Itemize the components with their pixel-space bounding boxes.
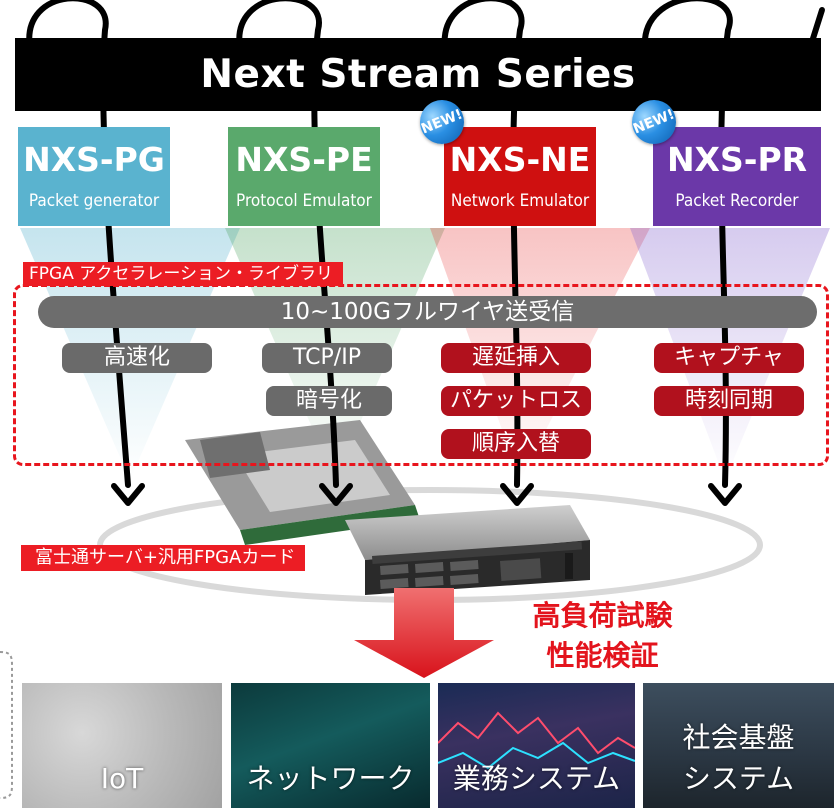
wire-arrowheads <box>111 483 742 506</box>
product-subtitle: Packet Recorder <box>675 191 799 211</box>
use-case-label: システム <box>682 762 795 795</box>
product-code: NXS-PE <box>235 140 373 179</box>
product-nxs-pr: NXS-PR Packet Recorder <box>653 127 821 226</box>
series-title: Next Stream Series <box>200 52 636 97</box>
result-line-2: 性能検証 <box>546 639 659 672</box>
use-case-label: 社会基盤 <box>682 721 795 754</box>
result-line-1: 高負荷試験 <box>532 599 673 632</box>
series-banner: Next Stream Series <box>15 38 821 111</box>
product-subtitle: Protocol Emulator <box>236 191 372 211</box>
use-case-tile-infrastructure: 社会基盤 システム <box>643 683 834 808</box>
fpga-library-frame <box>13 284 829 466</box>
feature-delay-insertion: 遅延挿入 <box>441 343 591 373</box>
feature-packet-loss: パケットロス <box>441 386 591 416</box>
feature-capture: キャプチャ <box>654 343 804 373</box>
stock-chart-decoration <box>438 711 635 770</box>
feature-time-sync: 時刻同期 <box>654 386 804 416</box>
fpga-card-image <box>185 420 420 545</box>
result-arrow <box>354 588 494 678</box>
use-case-label: 業務システム <box>452 762 621 795</box>
use-case-tile-business: 業務システム <box>438 683 635 808</box>
feature-reordering: 順序入替 <box>441 429 591 459</box>
feature-tcpip: TCP/IP <box>262 343 392 373</box>
product-code: NXS-PR <box>666 140 808 179</box>
fpga-library-title: FPGA アクセラレーション・ライブラリ <box>23 262 344 286</box>
product-nxs-ne: NXS-NE Network Emulator <box>444 127 596 226</box>
product-code: NXS-NE <box>449 140 591 179</box>
product-nxs-pg: NXS-PG Packet generator <box>18 127 170 226</box>
product-subtitle: Packet generator <box>28 191 160 211</box>
feature-speedup: 高速化 <box>62 343 212 373</box>
use-case-label: ネットワーク <box>246 762 415 795</box>
use-case-tile-iot: IoT <box>22 683 222 808</box>
product-code: NXS-PG <box>23 140 165 179</box>
product-nxs-pe: NXS-PE Protocol Emulator <box>228 127 380 226</box>
product-subtitle: Network Emulator <box>450 191 590 211</box>
server-image <box>345 505 590 595</box>
result-text: 高負荷試験 性能検証 <box>500 596 705 676</box>
wire-rate-bar: 10~100Gフルワイヤ送受信 <box>38 296 817 328</box>
use-case-label: IoT <box>100 762 144 795</box>
use-case-bracket <box>0 651 13 799</box>
feature-encryption: 暗号化 <box>266 386 392 416</box>
server-label: 富士通サーバ+汎用FPGAカード <box>21 545 306 571</box>
use-case-tile-network: ネットワーク <box>231 683 430 808</box>
